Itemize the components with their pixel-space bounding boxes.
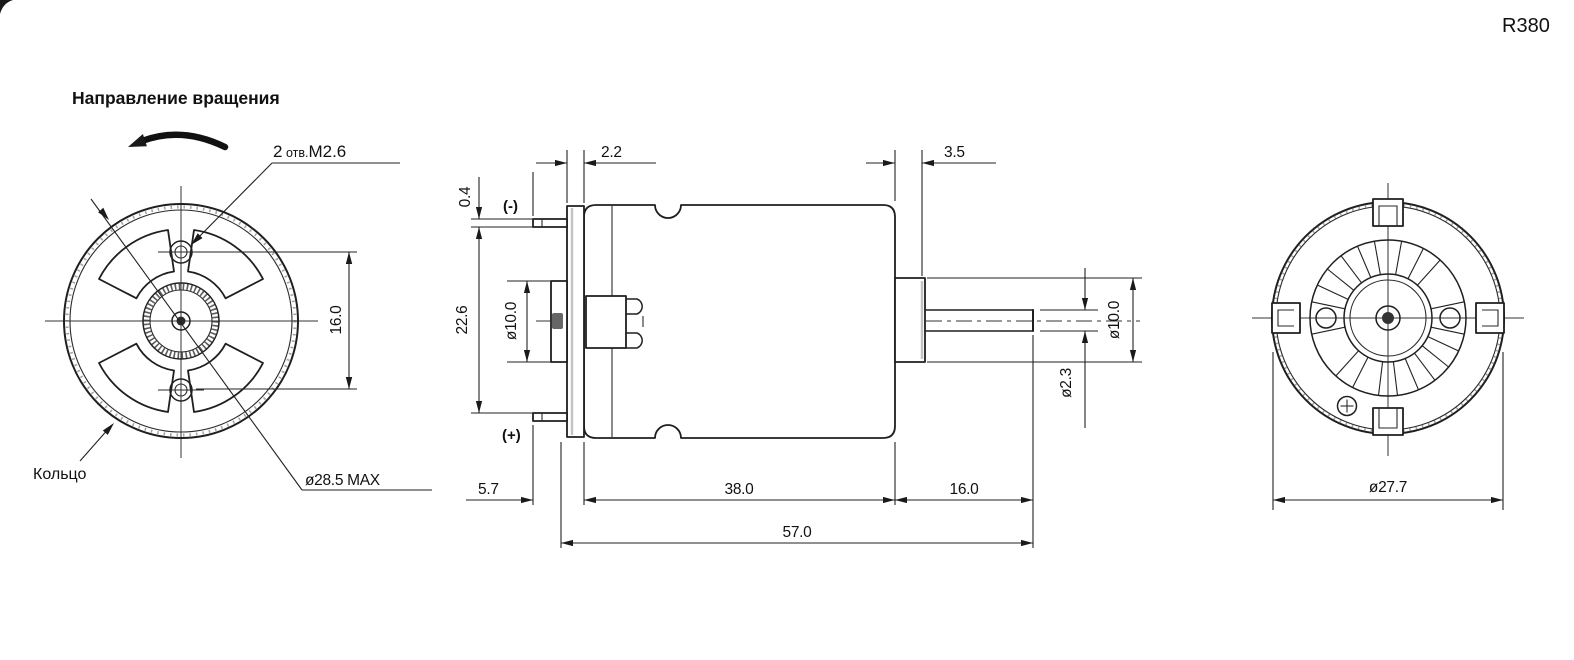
screw-hole-bottom	[158, 378, 204, 402]
cap-width-value: 2.2	[601, 144, 622, 161]
vent-slot	[187, 229, 264, 300]
ring-label: Кольцо	[33, 466, 87, 483]
boss-width-dimension: 3.5	[866, 144, 996, 276]
negative-label: (-)	[503, 198, 518, 215]
holes-callout: 2 отв.М2.6	[190, 142, 400, 246]
center-bearing	[1375, 305, 1401, 331]
overall-length-value: 57.0	[783, 524, 813, 541]
body-length-value: 38.0	[725, 481, 755, 498]
front-view: Направление вращения 2 отв.М2.6 16.0	[33, 88, 432, 491]
terminal-positive	[532, 412, 568, 422]
positive-label: (+)	[502, 427, 521, 444]
inner-ring-circle	[69, 209, 293, 433]
shaft-length-value: 16.0	[950, 481, 980, 498]
brush-holder	[585, 295, 644, 349]
brush-hole-right	[1439, 307, 1461, 329]
terminal-thickness-dimension: 0.4	[457, 177, 533, 228]
rotation-arrow	[128, 131, 229, 151]
shaft-diameter-dimension: ø2.3	[1040, 268, 1098, 428]
shaft	[925, 309, 1034, 332]
boss-outer	[142, 282, 220, 360]
boss-inner	[149, 289, 213, 353]
shaft-hole	[171, 311, 191, 331]
max-diameter-callout: ø28.5 MAX	[90, 198, 432, 491]
terminal-thickness-value: 0.4	[457, 186, 474, 207]
shaft-end	[1382, 312, 1394, 324]
hole-spacing-value: 16.0	[328, 305, 345, 335]
crimp-tab-top	[1372, 198, 1404, 227]
vent-slot	[187, 342, 264, 413]
brush-hole-left	[1315, 307, 1337, 329]
front-boss-diameter-value: ø10.0	[1106, 300, 1123, 339]
outer-ring-circle	[63, 203, 299, 439]
terminal-offset-value: 5.7	[478, 481, 499, 498]
rear-diameter-dimension: ø27.7	[1272, 352, 1504, 510]
rear-view: ø27.7	[1252, 183, 1524, 510]
crimp-tab-right	[1475, 302, 1505, 334]
holes-label: 2 отв.М2.6	[273, 142, 346, 161]
vent-slot	[98, 229, 175, 300]
commutator-ring-inner	[1349, 279, 1427, 357]
endbell-circle	[1309, 239, 1467, 397]
front-boss	[894, 277, 926, 363]
rotation-direction-label: Направление вращения	[72, 88, 280, 108]
radial-spokes	[1311, 241, 1465, 396]
crimp-tab-left	[1271, 302, 1301, 334]
rear-boss-diameter-dimension: ø10.0	[503, 280, 551, 363]
boss-knurl	[143, 283, 219, 359]
ring-knurl	[65, 205, 297, 437]
crimp-tab-bottom	[1372, 407, 1404, 436]
commutator-ring-outer	[1343, 273, 1433, 363]
cap-width-dimension: 2.2	[532, 144, 656, 216]
bottom-dimensions: 5.7 38.0 16.0 57.0	[466, 335, 1034, 548]
overall-length-dimension: 57.0	[561, 524, 1033, 547]
rear-boss-diameter-value: ø10.0	[503, 301, 520, 340]
model-label: R380	[1502, 15, 1550, 37]
terminal-negative	[532, 218, 568, 228]
rear-bearing-nub	[552, 313, 563, 329]
shaft-center	[176, 316, 186, 326]
rear-diameter-value: ø27.7	[1369, 479, 1407, 496]
motor-body	[583, 204, 896, 439]
body-length-dimension: 38.0	[584, 481, 895, 504]
shaft-length-dimension: 16.0	[895, 481, 1033, 504]
front-boss-diameter-dimension: ø10.0	[927, 277, 1142, 363]
shaft-diameter-value: ø2.3	[1058, 368, 1075, 398]
vent-slot	[98, 342, 175, 413]
terminal-offset-dimension: 5.7	[466, 481, 533, 504]
screw-head	[1336, 395, 1358, 417]
side-view: (-) (+) 2.2 3.5 0.4	[454, 144, 1142, 548]
body-height-value: 22.6	[454, 306, 471, 335]
boss-width-value: 3.5	[944, 144, 965, 161]
corner-mark	[0, 0, 13, 14]
max-diameter-value: ø28.5 MAX	[305, 472, 381, 489]
hole-spacing-dimension: 16.0	[196, 251, 357, 390]
ring-callout: Кольцо	[33, 423, 114, 483]
endcap	[566, 205, 585, 438]
body-height-dimension: 22.6	[454, 227, 533, 414]
